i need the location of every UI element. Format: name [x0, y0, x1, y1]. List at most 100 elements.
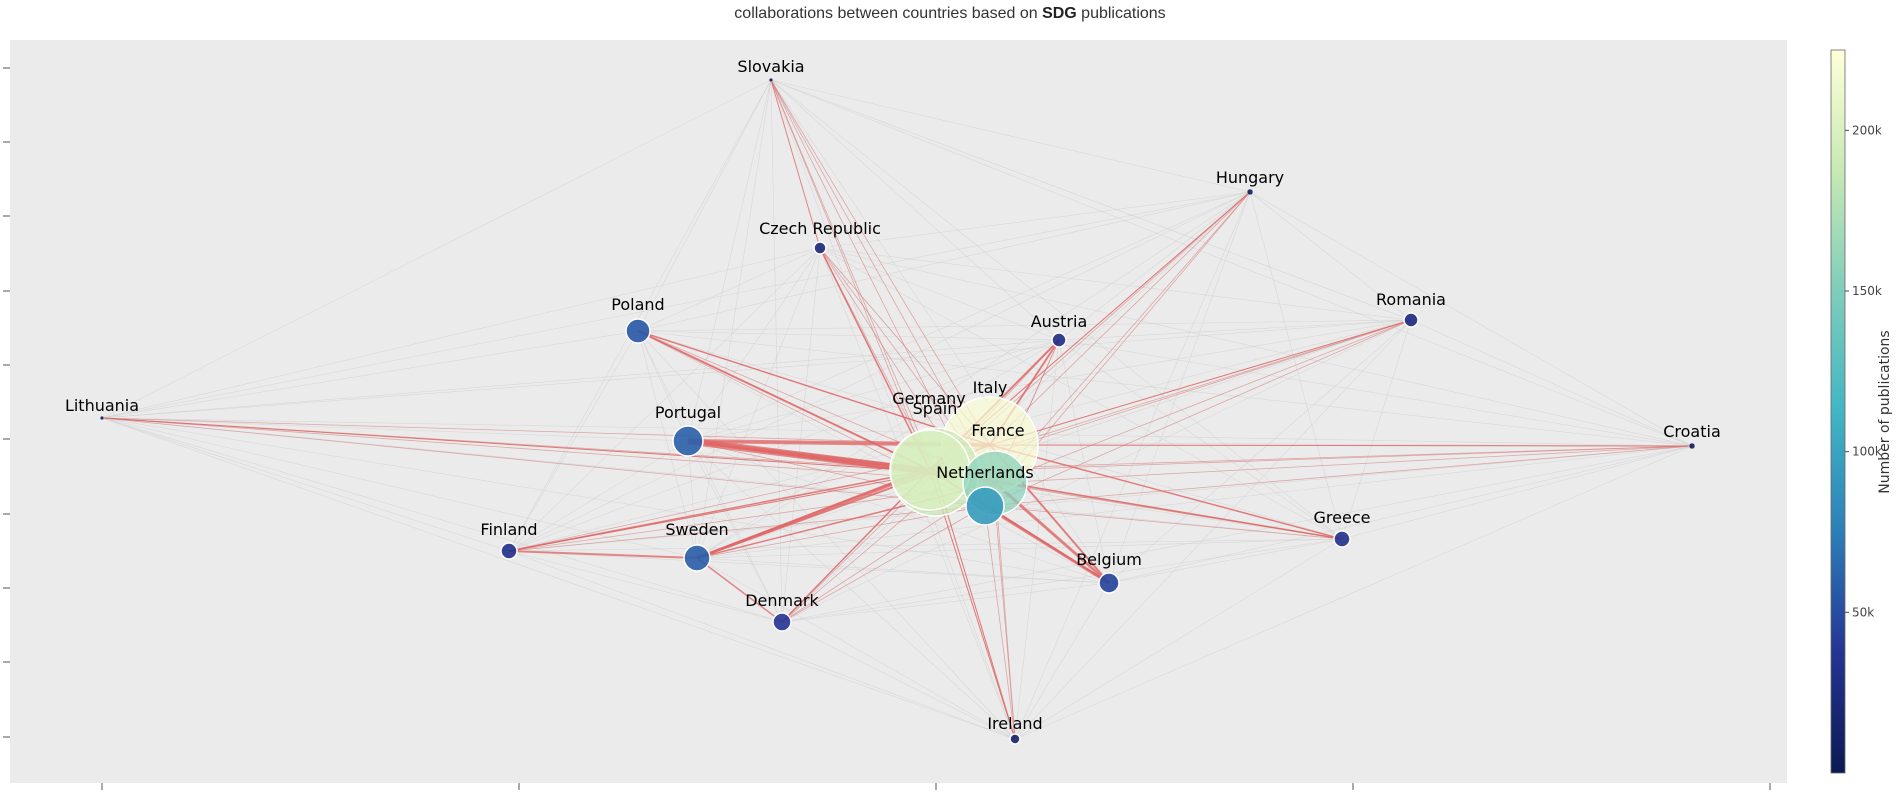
edge-poland-portugal: [637, 330, 689, 442]
edge-slovakia-denmark: [770, 79, 783, 623]
label-hungary: Hungary: [1216, 168, 1284, 187]
edge-denmark-ireland: [781, 621, 1016, 740]
edge-croatia-belgium: [1108, 445, 1693, 584]
edge-croatia-greece: [1341, 445, 1693, 540]
node-belgium[interactable]: [1098, 572, 1120, 594]
edge-ireland-france: [994, 482, 1016, 740]
edge-romania-croatia: [1410, 319, 1693, 447]
edge-poland-ireland: [637, 330, 1016, 740]
node-ireland[interactable]: [1009, 733, 1021, 745]
edge-croatia-denmark: [781, 445, 1693, 623]
edge-lithuania-italy: [101, 417, 991, 446]
node-croatia[interactable]: [1688, 442, 1696, 450]
edge-spain-croatia: [934, 445, 1693, 473]
edge-croatia-spain: [934, 445, 1693, 473]
edge-croatia-germany: [929, 445, 1693, 471]
edge-hungary-poland: [637, 191, 1251, 332]
edge-netherlands-croatia: [984, 445, 1693, 507]
strong-edge-denmark-sweden: [696, 557, 783, 623]
edge-czech-denmark: [781, 247, 821, 623]
node-romania[interactable]: [1403, 312, 1419, 328]
edge-croatia-netherlands: [984, 445, 1693, 507]
edge-hungary-austria: [1058, 191, 1251, 341]
strong-edge-ireland-spain: [934, 471, 1016, 740]
edge-lithuania-netherlands: [101, 417, 986, 507]
node-finland[interactable]: [500, 542, 518, 560]
strong-edge-romania-italy: [989, 319, 1412, 446]
node-netherlands[interactable]: [965, 486, 1005, 526]
edge-poland-croatia: [637, 330, 1693, 447]
colorbar-gradient: [1830, 49, 1846, 774]
edge-slovakia-spain: [770, 79, 936, 473]
edge-czech-greece: [819, 247, 1343, 540]
node-hungary[interactable]: [1246, 188, 1254, 196]
edge-slovakia-ireland: [770, 79, 1016, 740]
edge-austria-greece: [1058, 339, 1343, 540]
edge-portugal-ireland: [687, 440, 1016, 740]
edge-greece-denmark: [781, 538, 1343, 623]
node-slovakia[interactable]: [768, 77, 774, 83]
node-sweden[interactable]: [683, 544, 711, 572]
strong-edge-poland-italy: [637, 330, 991, 446]
node-austria[interactable]: [1051, 332, 1067, 348]
label-finland: Finland: [480, 520, 537, 539]
label-romania: Romania: [1376, 290, 1446, 309]
edge-romania-portugal: [687, 319, 1412, 442]
edge-czech-poland: [637, 247, 821, 332]
colorbar-tick-label-2: 150k: [1852, 284, 1882, 298]
colorbar-tick-label-1: 100k: [1852, 445, 1882, 459]
edge-hungary-greece: [1249, 191, 1343, 540]
edge-austria-romania: [1058, 319, 1412, 341]
node-greece[interactable]: [1333, 530, 1351, 548]
label-ireland: Ireland: [987, 714, 1042, 733]
edge-poland-finland: [508, 330, 639, 552]
plot-area: [10, 40, 1787, 783]
edge-greece-netherlands: [984, 505, 1343, 540]
edge-finland-netherlands: [508, 505, 986, 552]
label-sweden: Sweden: [665, 520, 728, 539]
edge-lithuania-croatia: [101, 417, 1693, 447]
edge-romania-france: [994, 319, 1412, 484]
edge-finland-greece: [508, 538, 1343, 552]
edge-lithuania-greece: [101, 417, 1343, 540]
edge-slovakia-greece: [770, 79, 1343, 540]
edge-slovakia-spain: [770, 79, 936, 473]
edge-poland-denmark: [637, 330, 783, 623]
edge-germany-croatia: [929, 445, 1693, 471]
edge-netherlands-greece: [984, 505, 1343, 540]
label-france: France: [971, 421, 1024, 440]
edge-lithuania-france: [101, 417, 996, 484]
chart-title: collaborations between countries based o…: [0, 5, 1900, 23]
edge-poland-sweden: [637, 330, 698, 559]
edge-sweden-belgium: [696, 557, 1110, 584]
edge-czech-romania: [819, 247, 1412, 321]
label-netherlands: Netherlands: [936, 463, 1034, 482]
chart-title-prefix: collaborations between countries based o…: [734, 5, 1043, 22]
edge-lithuania-ireland: [101, 417, 1016, 740]
node-lithuania[interactable]: [99, 415, 105, 421]
node-poland[interactable]: [625, 318, 651, 344]
edge-romania-france: [994, 319, 1412, 484]
edge-sweden-greece: [696, 538, 1343, 559]
edge-hungary-finland: [508, 191, 1251, 552]
node-portugal[interactable]: [672, 425, 704, 457]
edge-slovakia-italy: [770, 79, 991, 446]
chart-title-suffix: publications: [1076, 5, 1166, 22]
node-denmark[interactable]: [772, 612, 792, 632]
edge-portugal-denmark: [687, 440, 783, 623]
edge-greece-ireland: [1014, 538, 1343, 740]
label-croatia: Croatia: [1663, 422, 1721, 441]
edge-lithuania-finland: [101, 417, 510, 552]
edge-austria-finland: [508, 339, 1060, 552]
strong-edge-slovakia-czech: [770, 79, 821, 249]
label-greece: Greece: [1314, 508, 1371, 527]
edge-lithuania-italy: [101, 417, 991, 446]
node-czech[interactable]: [813, 241, 827, 255]
edge-slovakia-belgium: [770, 79, 1110, 584]
edge-poland-austria: [637, 330, 1060, 341]
edge-slovakia-austria: [770, 79, 1060, 341]
colorbar-tick-label-0: 50k: [1852, 605, 1874, 619]
edge-austria-portugal: [687, 339, 1060, 442]
